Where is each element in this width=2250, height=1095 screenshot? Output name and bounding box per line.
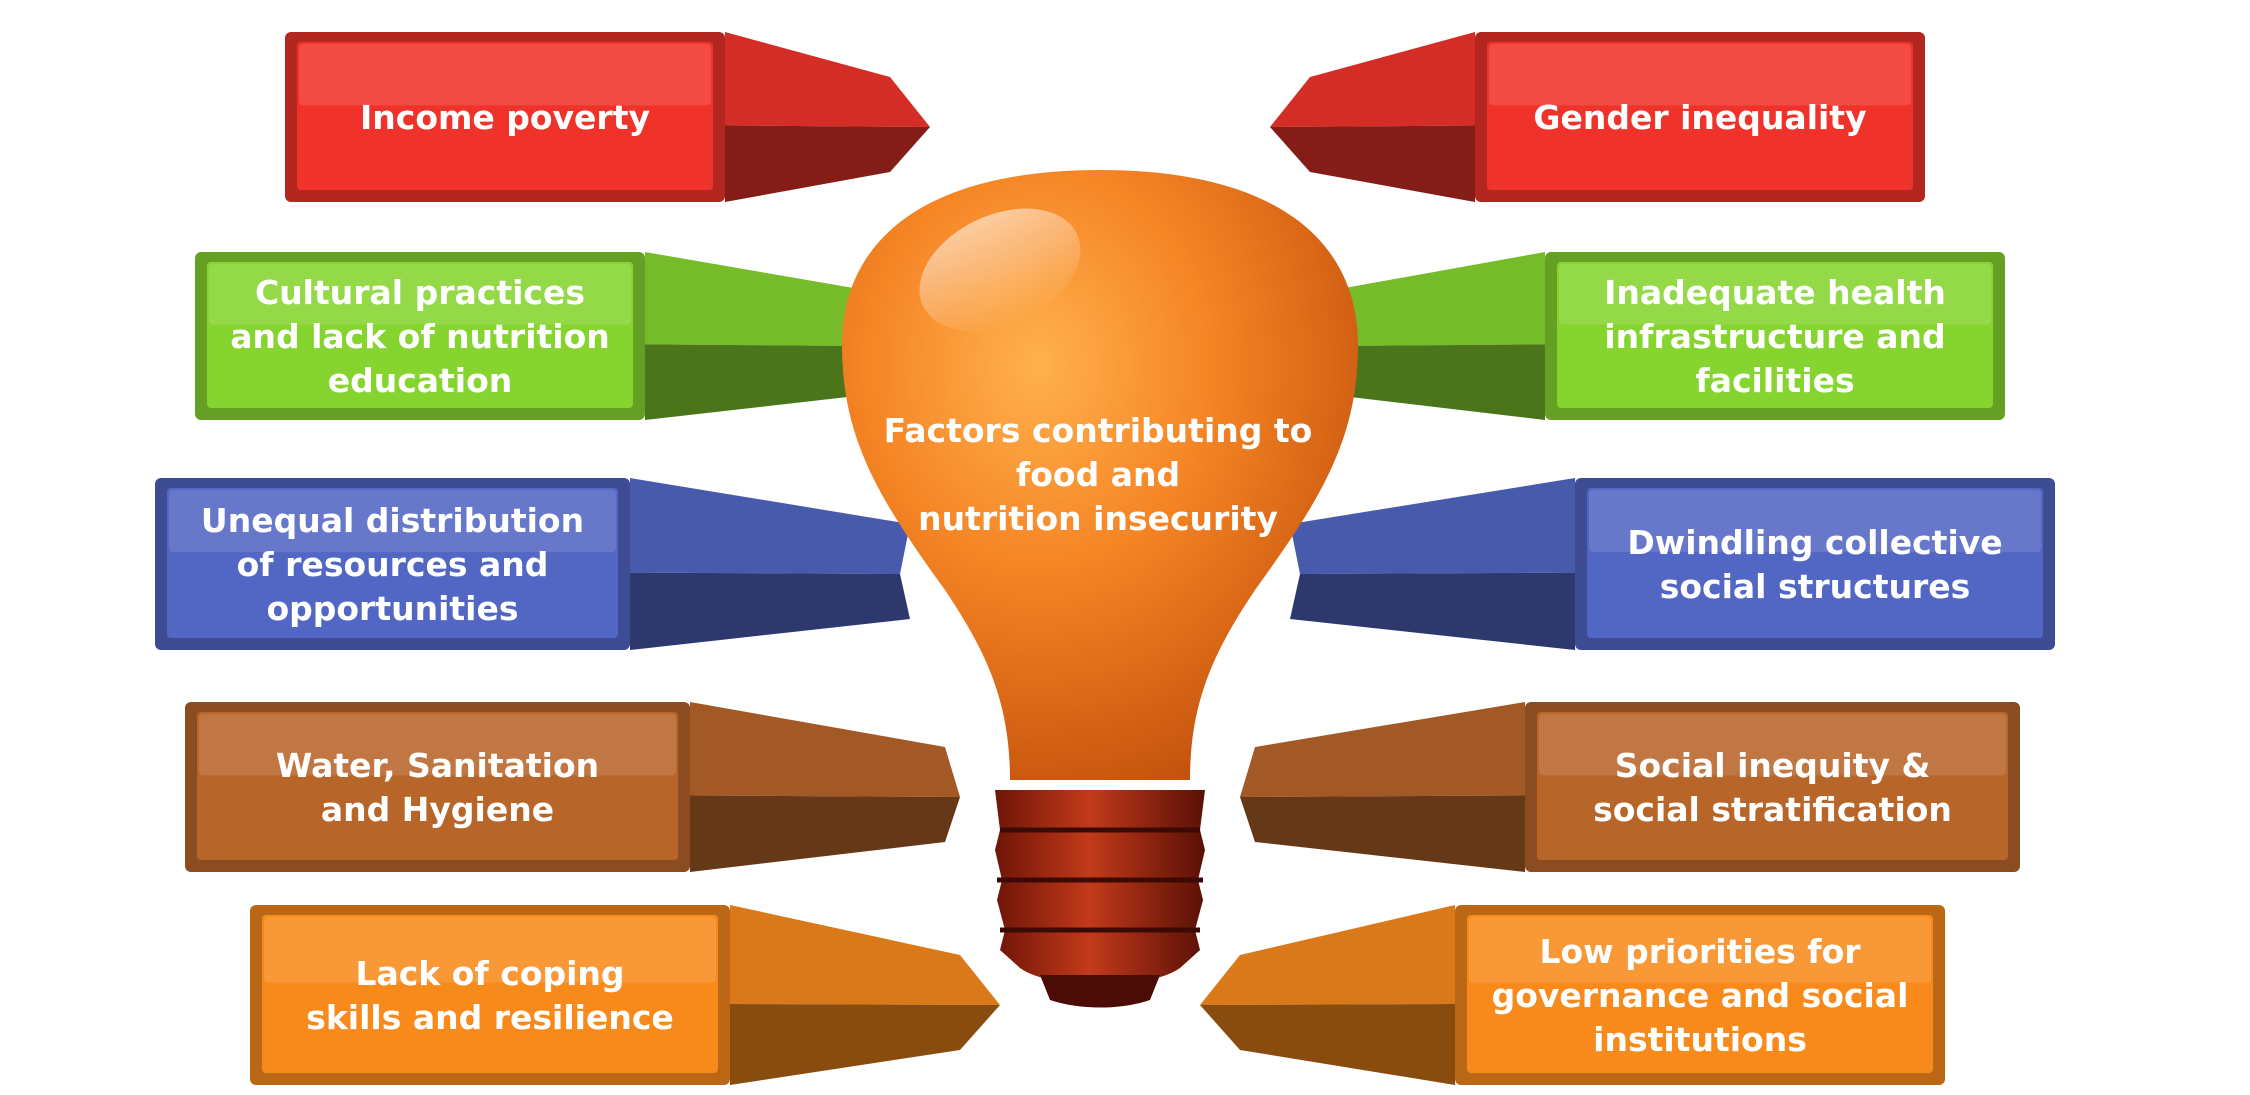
factor-box-sheen (1589, 490, 2041, 553)
factor-wing-shadow (730, 1004, 1000, 1085)
lightbulb-icon: Factors contributing to food and nutrition… (842, 170, 1358, 1008)
factor-wing-shadow (1300, 344, 1545, 420)
factor-box (1557, 262, 1993, 408)
factor-wings (630, 32, 1575, 1085)
factor-box (1587, 488, 2043, 638)
factor-label-line: skills and resilience (306, 998, 674, 1037)
factor-box-sheen (1489, 44, 1911, 106)
factor-label-line: Inadequate health (1604, 273, 1946, 312)
factor-wing (1290, 478, 1575, 574)
factor-wing-shadow (1240, 795, 1525, 872)
factor-box-sheen (264, 917, 716, 983)
factor-box-sheen (199, 714, 676, 776)
center-label-line: Factors contributing to (884, 411, 1313, 450)
factor-wing-shadow (645, 344, 900, 420)
factor-label-line: social stratification (1593, 790, 1952, 829)
factor-wing-shadow (630, 572, 910, 650)
lightbulb-highlight (919, 208, 1081, 332)
factor-wing (690, 702, 960, 797)
factor-label: Cultural practices and lack of nutrition e… (230, 273, 610, 400)
lightbulb-base (995, 790, 1205, 985)
factor-box (1487, 42, 1913, 190)
factor-label: Social inequity & social stratification (1593, 746, 1952, 829)
factor-label-line: Cultural practices (255, 273, 585, 312)
factor-box-sheen (299, 44, 711, 106)
factor-label: Low priorities for governance and social i… (1492, 932, 1909, 1059)
factor-wing (1270, 32, 1475, 127)
factor-box-sheen (1539, 714, 2006, 776)
factor-box-sheen (169, 490, 616, 553)
factor-label: Inadequate health infrastructure and facil… (1604, 273, 1946, 400)
factor-label-line: Dwindling collective (1627, 523, 2002, 562)
factor-wing (645, 252, 900, 346)
factor-label-line: social structures (1660, 567, 1971, 606)
factor-box (167, 488, 618, 638)
factor-wing (1300, 252, 1545, 346)
factor-label-line: Social inequity & (1615, 746, 1931, 785)
lightbulb-thread (997, 827, 1203, 933)
factor-label-line: education (328, 361, 513, 400)
factor-label: Lack of coping skills and resilience (306, 954, 674, 1037)
factor-label-line: Income poverty (360, 98, 650, 137)
factor-label-line: and lack of nutrition (230, 317, 610, 356)
factor-box (297, 42, 713, 190)
factor-label-line: of resources and (237, 545, 549, 584)
factor-label: Gender inequality (1533, 98, 1866, 137)
factor-wing (630, 478, 910, 574)
factor-box-sheen (1559, 264, 1991, 325)
factor-wing (1240, 702, 1525, 797)
factor-box (207, 262, 633, 408)
factor-label-line: governance and social (1492, 976, 1909, 1015)
factor-label-line: and Hygiene (321, 790, 554, 829)
factor-label-line: Lack of coping (355, 954, 624, 993)
factor-label-line: institutions (1593, 1020, 1807, 1059)
factor-wing-shadow (690, 795, 960, 872)
factor-wing-shadow (1290, 572, 1575, 650)
lightbulb-tip (1040, 975, 1160, 1008)
factor-box (197, 712, 678, 860)
factor-label-line: Unequal distribution (201, 501, 584, 540)
factor-label-line: infrastructure and (1604, 317, 1945, 356)
factor-label-line: Low priorities for (1539, 932, 1861, 971)
factor-wing-shadow (1270, 125, 1475, 202)
factor-box (1537, 712, 2008, 860)
factor-wing-shadow (725, 125, 930, 202)
factor-box (262, 915, 718, 1073)
factor-box-sheen (209, 264, 631, 325)
factor-label: Dwindling collective social structures (1627, 523, 2002, 606)
factor-label-line: facilities (1695, 361, 1854, 400)
factor-wing (1200, 905, 1455, 1005)
factor-wing (725, 32, 930, 127)
factor-wing (730, 905, 1000, 1005)
factor-label: Income poverty (360, 98, 650, 137)
factor-box (1467, 915, 1933, 1073)
center-label: Factors contributing to food and nutrition… (884, 411, 1313, 538)
center-label-line: nutrition insecurity (918, 499, 1278, 538)
factor-label: Water, Sanitation and Hygiene (276, 746, 599, 829)
factor-wing-shadow (1200, 1004, 1455, 1085)
factor-box-sheen (1469, 917, 1931, 983)
factor-label-line: opportunities (266, 589, 518, 628)
factor-label-line: Gender inequality (1533, 98, 1866, 137)
factor-label: Unequal distribution of resources and oppo… (201, 501, 584, 628)
factor-label-line: Water, Sanitation (276, 746, 599, 785)
center-label-line: food and (1016, 455, 1180, 494)
